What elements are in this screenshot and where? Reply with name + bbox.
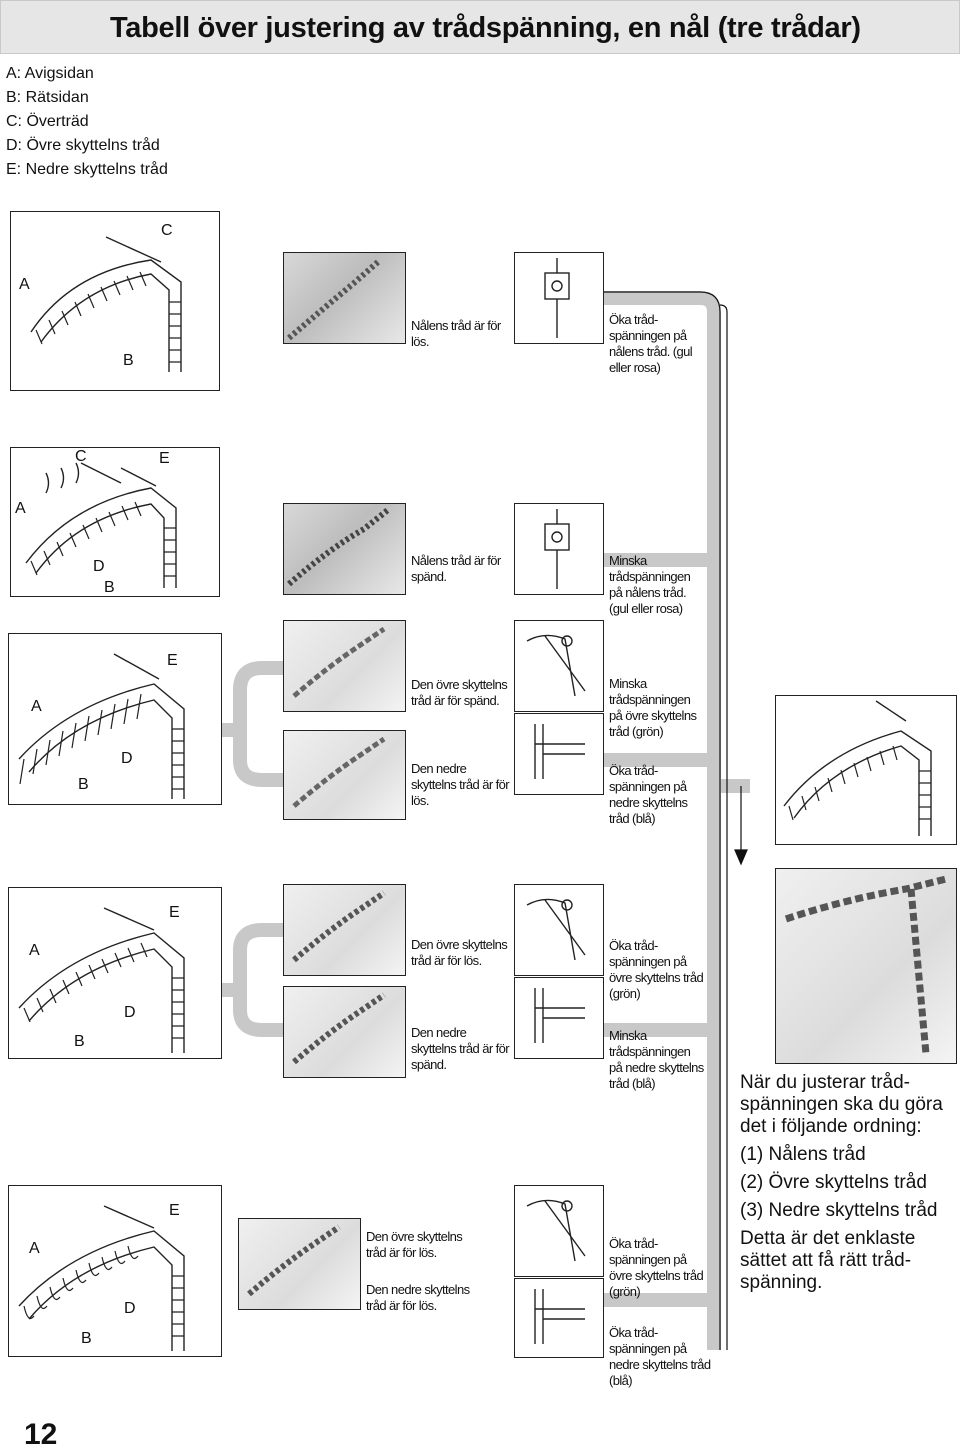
legend-item: A: Avigsidan [6, 65, 94, 82]
label-e: E [167, 652, 178, 669]
label-e: E [169, 904, 180, 921]
fix-text: Öka tråd- spänningen på övre skyttelns t… [609, 1236, 704, 1299]
stitch-diagram: A B D E [8, 887, 222, 1059]
looper-icon [514, 1278, 604, 1358]
legend-item: D: Övre skyttelns tråd [6, 137, 160, 154]
fix-text: Öka tråd- spänningen på nålens tråd. (gu… [609, 312, 693, 375]
fabric-photo [283, 252, 406, 344]
tension-dial-icon [514, 252, 604, 344]
problem-text: Den nedre skyttelns tråd är för lös. [411, 761, 510, 808]
fix-text: Öka tråd- spänningen på övre skyttelns t… [609, 938, 704, 1001]
label-a: A [19, 276, 30, 293]
label-b: B [74, 1033, 85, 1050]
problem-text: Nålens tråd är för lös. [411, 318, 501, 349]
looper-icon [514, 713, 604, 795]
label-d: D [124, 1300, 136, 1317]
problem-text: Den övre skyttelns tråd är för spänd. [411, 677, 508, 708]
stitch-illustration [783, 700, 932, 836]
stitch-illustration [18, 907, 185, 1053]
order-outro: Detta är det enklaste sättet att få rätt… [740, 1228, 916, 1293]
legend-item: B: Rätsidan [6, 89, 89, 106]
label-a: A [31, 698, 42, 715]
label-e: E [159, 450, 170, 467]
stitch-illustration [30, 236, 182, 372]
legend-item: C: Överträd [6, 113, 89, 130]
fix-text: Minska trådspänningen på nålens tråd. (g… [609, 553, 691, 616]
label-a: A [15, 500, 26, 517]
stitch-diagram: A B C D E [10, 447, 220, 597]
label-b: B [123, 352, 134, 369]
looper-icon [514, 620, 604, 712]
correct-stitch-diagram [775, 695, 957, 845]
label-d: D [121, 750, 133, 767]
label-c: C [161, 222, 173, 239]
fabric-photo [283, 503, 406, 595]
fabric-photo [283, 730, 406, 820]
fix-text: Minska trådspänningen på övre skyttelns … [609, 676, 697, 739]
label-d: D [124, 1004, 136, 1021]
stitch-illustration [18, 1205, 185, 1351]
correct-fabric-photo [775, 868, 957, 1064]
fabric-photo [283, 884, 406, 976]
label-a: A [29, 942, 40, 959]
stitch-diagram: A B D E [8, 633, 222, 805]
label-b: B [81, 1330, 92, 1347]
label-c: C [75, 448, 87, 465]
adjustment-order: När du justerar tråd-spänningen ska du g… [740, 1072, 955, 1300]
stitch-illustration [25, 462, 177, 588]
order-step: (3) Nedre skyttelns tråd [740, 1200, 938, 1221]
label-d: D [93, 558, 105, 575]
page-title: Tabell över justering av trådspänning, e… [110, 12, 861, 44]
stitch-diagram: A B D E [8, 1185, 222, 1357]
order-intro: När du justerar tråd-spänningen ska du g… [740, 1072, 943, 1137]
problem-text: Den övre skyttelns tråd är för lös. [366, 1229, 463, 1260]
fix-text: Öka tråd- spänningen på nedre skyttelns … [609, 763, 688, 826]
label-b: B [104, 579, 115, 596]
label-b: B [78, 776, 89, 793]
problem-text: Nålens tråd är för spänd. [411, 553, 501, 584]
fabric-photo [283, 620, 406, 712]
fabric-photo [238, 1218, 361, 1310]
label-a: A [29, 1240, 40, 1257]
looper-icon [514, 884, 604, 976]
order-step: (2) Övre skyttelns tråd [740, 1172, 927, 1193]
problem-text: Den övre skyttelns tråd är för lös. [411, 937, 508, 968]
legend: A: Avigsidan B: Rätsidan C: Överträd D: … [6, 62, 168, 182]
fix-text: Minska trådspänningen på nedre skyttelns… [609, 1028, 704, 1091]
stitch-diagram: A B C [10, 211, 220, 391]
fabric-photo [283, 986, 406, 1078]
problem-text: Den nedre skyttelns tråd är för spänd. [411, 1025, 510, 1072]
label-e: E [169, 1202, 180, 1219]
problem-text: Den nedre skyttelns tråd är för lös. [366, 1282, 470, 1313]
title-bar [0, 0, 960, 54]
order-step: (1) Nålens tråd [740, 1144, 866, 1165]
tension-dial-icon [514, 503, 604, 595]
page-number: 12 [24, 1418, 58, 1451]
looper-icon [514, 977, 604, 1059]
legend-item: E: Nedre skyttelns tråd [6, 161, 168, 178]
stitch-illustration [18, 653, 185, 799]
looper-icon [514, 1185, 604, 1277]
fix-text: Öka tråd- spänningen på nedre skyttelns … [609, 1325, 711, 1388]
